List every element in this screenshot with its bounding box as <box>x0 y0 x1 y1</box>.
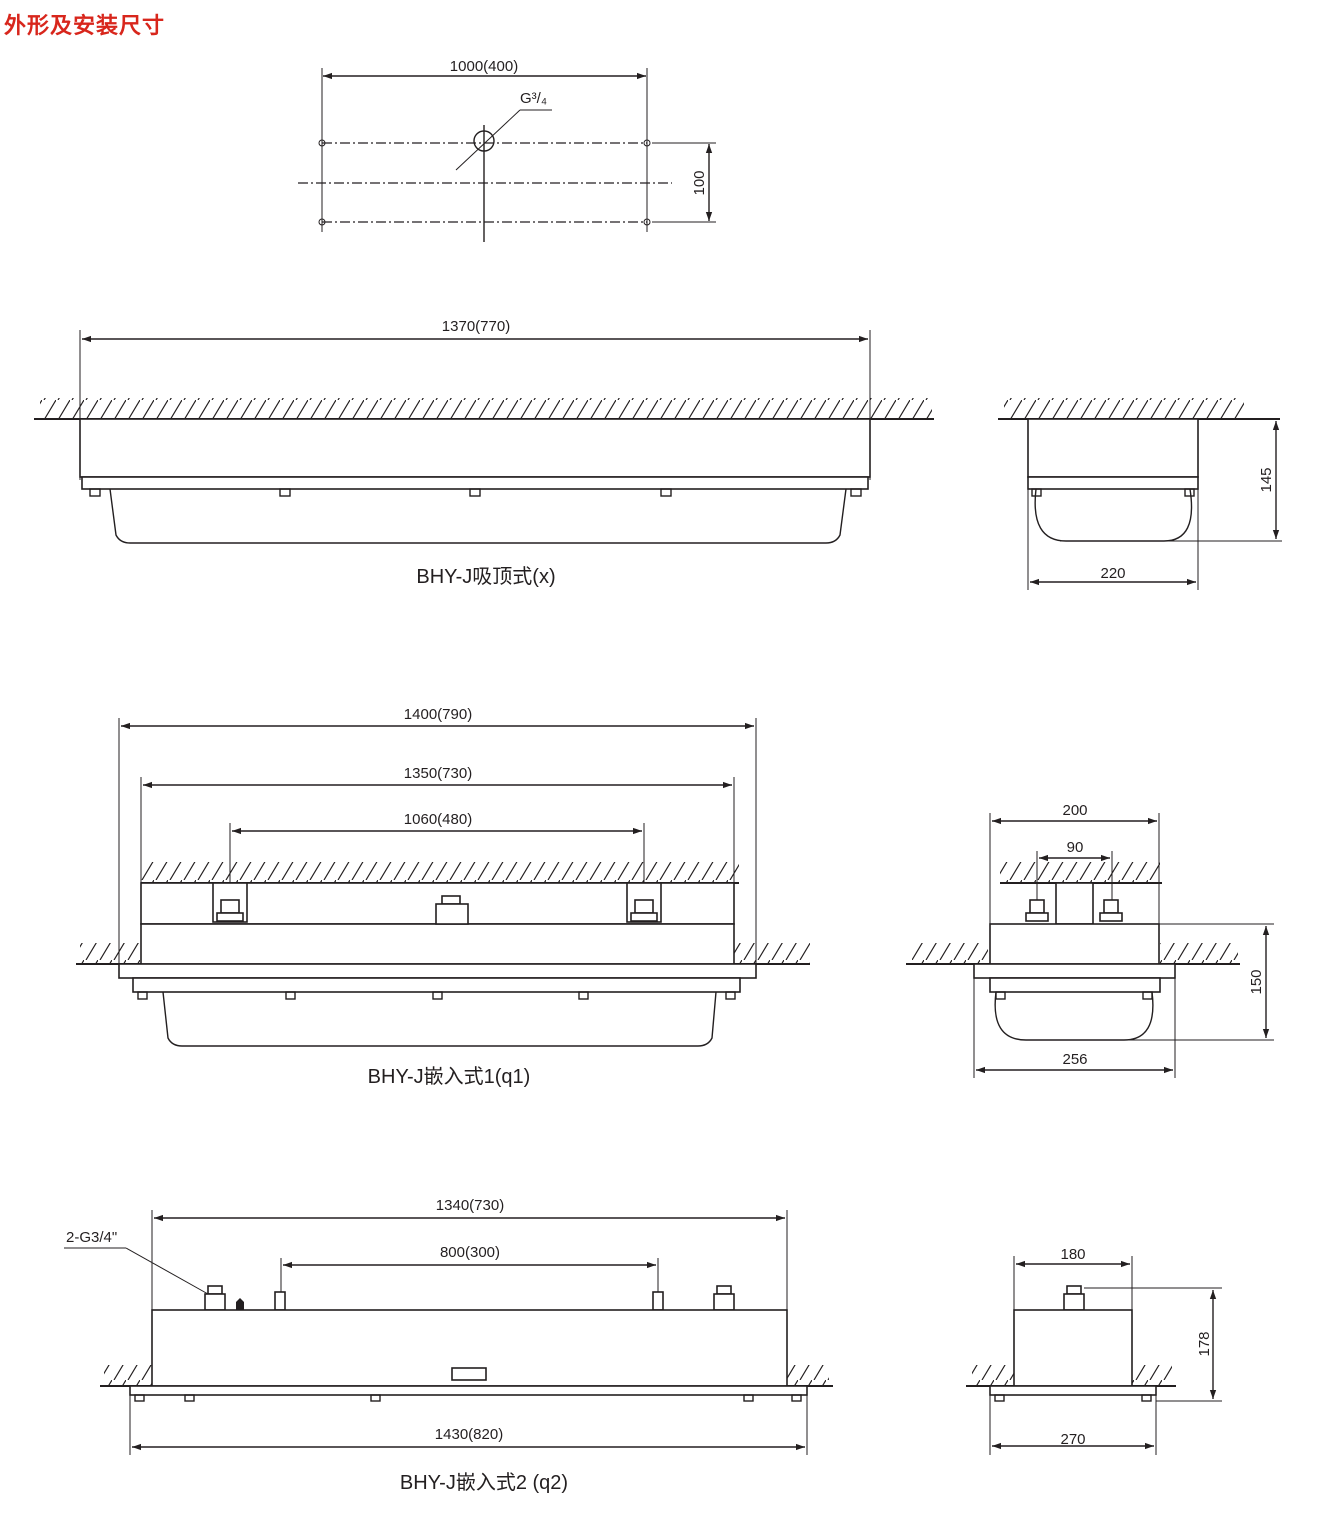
mount-depth-label: 100 <box>691 170 708 195</box>
thread-label: G³/₄ <box>520 90 547 107</box>
embedded1-side-height-label: 150 <box>1248 969 1265 994</box>
embedded1-inner-label: 1350(730) <box>404 765 472 782</box>
embedded2-caption: BHY-J嵌入式2 (q2) <box>400 1471 568 1494</box>
ceiling-side-view: 220 145 <box>998 398 1282 590</box>
cable-entry-hole <box>473 130 495 152</box>
ceiling-side-width-label: 220 <box>1100 565 1125 582</box>
cable-entry-callout: 2-G3/4" <box>66 1229 117 1246</box>
page-title: 外形及安装尺寸 <box>4 14 166 39</box>
mount-hole <box>318 139 326 147</box>
embedded1-length-label: 1400(790) <box>404 706 472 723</box>
ceiling-caption: BHY-J吸顶式(x) <box>416 565 555 588</box>
embedded1-side-inner-label: 90 <box>1067 839 1084 856</box>
ceiling-side-height-label: 145 <box>1258 467 1275 492</box>
mounting-plan: 1000(400) G³/₄ 100 <box>298 58 716 242</box>
ceiling-front-view: 1370(770) BHY-J吸顶式(x) <box>34 318 934 588</box>
fixture-housing <box>79 418 871 478</box>
fixture-lamp-cover <box>109 488 847 544</box>
embedded2-bottom-label: 1430(820) <box>435 1426 503 1443</box>
embedded2-side-base-label: 270 <box>1060 1431 1085 1448</box>
ceiling-hatch <box>40 398 932 419</box>
embedded1-front-view: 1400(790) 1350(730) 1060(480) <box>76 706 810 1088</box>
embedded2-top-label: 1340(730) <box>436 1197 504 1214</box>
ceiling-length-label: 1370(770) <box>442 318 510 335</box>
embedded1-side-width-label: 200 <box>1062 802 1087 819</box>
mount-hole <box>643 139 651 147</box>
fixture-flange <box>81 476 869 490</box>
embedded1-spacing-label: 1060(480) <box>404 811 472 828</box>
embedded2-side-width-label: 180 <box>1060 1246 1085 1263</box>
embedded2-front-view: 1340(730) 800(300) 2-G3/4" 1430(820) BHY… <box>64 1197 833 1494</box>
mount-width-label: 1000(400) <box>450 58 518 75</box>
mount-hole <box>643 218 651 226</box>
mount-hole <box>318 218 326 226</box>
embedded1-side-base-label: 256 <box>1062 1051 1087 1068</box>
embedded1-side-view: 200 90 256 150 <box>906 802 1274 1078</box>
embedded2-side-height-label: 178 <box>1196 1331 1213 1356</box>
embedded1-caption: BHY-J嵌入式1(q1) <box>368 1065 531 1088</box>
embedded2-side-view: 180 270 178 <box>966 1246 1222 1455</box>
embedded2-spacing-label: 800(300) <box>440 1244 500 1261</box>
